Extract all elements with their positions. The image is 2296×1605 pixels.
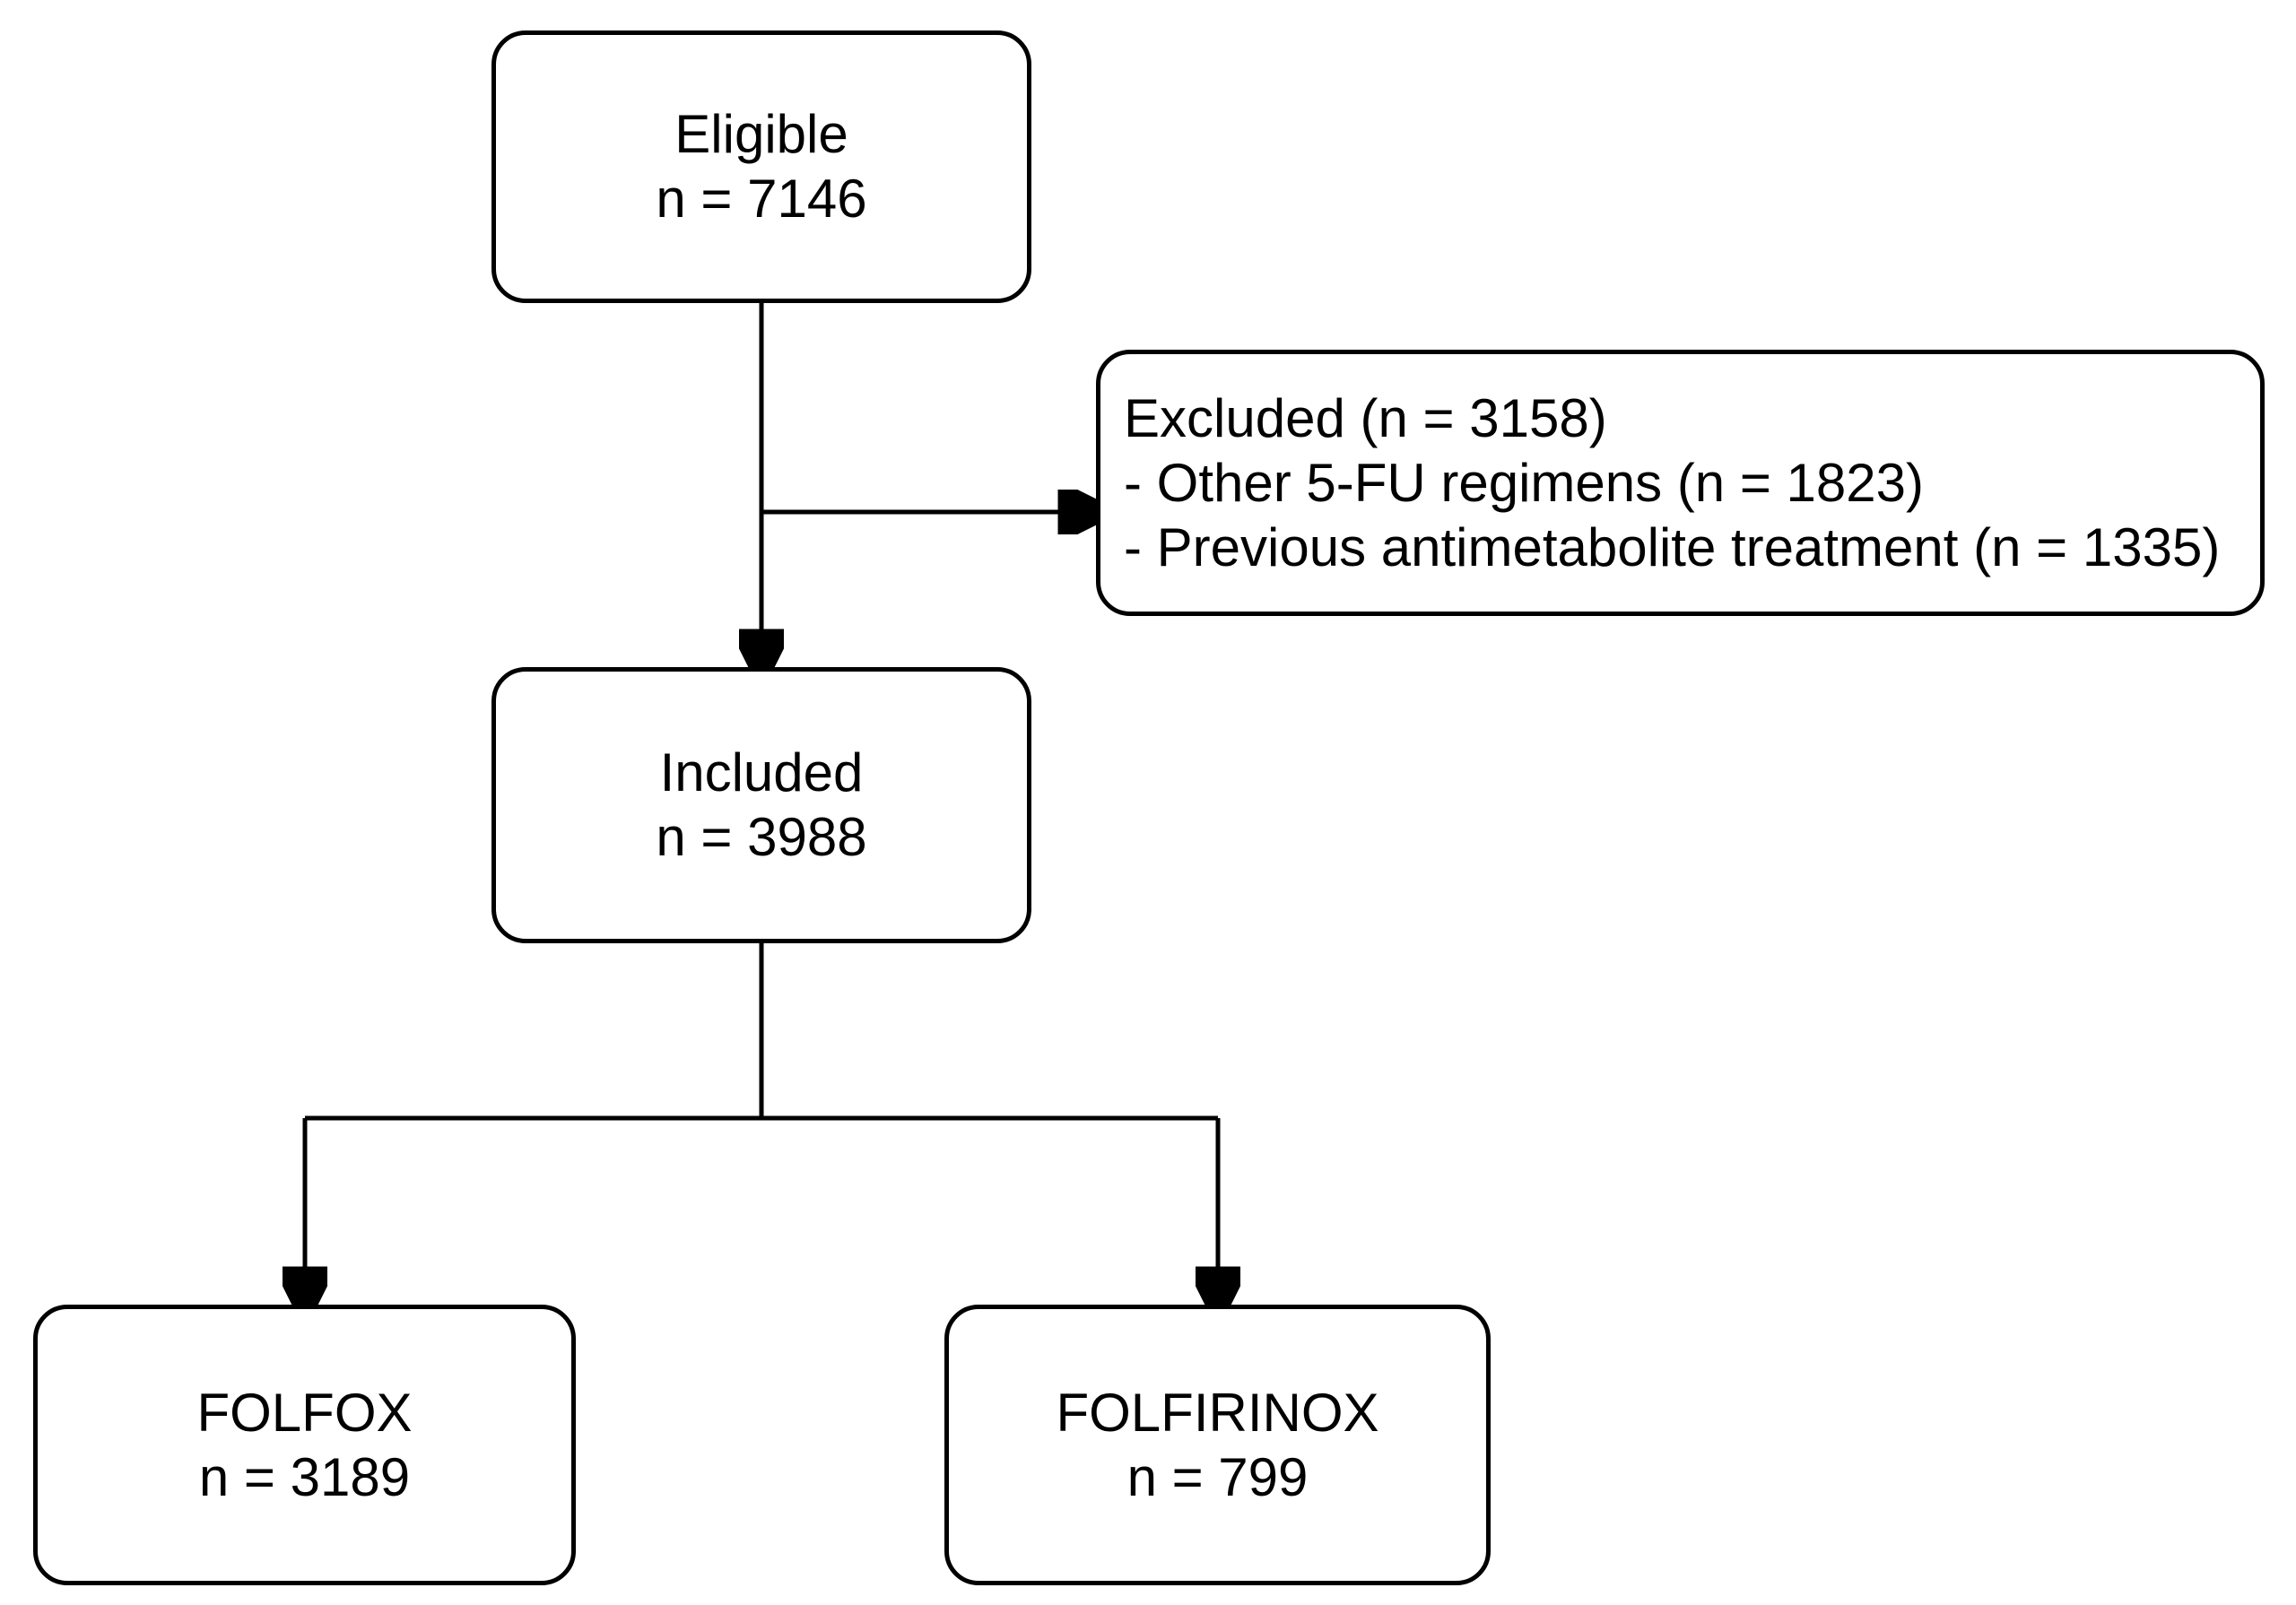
node-excluded-item: - Other 5-FU regimens (n = 1823) [1124,452,1925,513]
node-folfirinox-label: FOLFIRINOX [1056,1382,1379,1443]
node-included: Included n = 3988 [491,667,1031,943]
node-eligible-count: n = 7146 [656,169,867,229]
node-folfirinox: FOLFIRINOX n = 799 [944,1305,1491,1585]
node-folfox: FOLFOX n = 3189 [33,1305,576,1585]
node-folfirinox-count: n = 799 [1126,1446,1309,1507]
node-excluded: Excluded (n = 3158) - Other 5-FU regimen… [1096,350,2265,616]
node-eligible-label: Eligible [674,104,848,164]
node-folfox-count: n = 3189 [198,1446,411,1507]
node-excluded-item: - Previous antimetabolite treatment (n =… [1124,516,2221,577]
node-folfox-label: FOLFOX [196,1382,413,1443]
node-included-count: n = 3988 [656,807,867,867]
node-eligible: Eligible n = 7146 [491,30,1031,303]
node-included-label: Included [659,742,864,802]
node-excluded-header: Excluded (n = 3158) [1124,387,1607,448]
